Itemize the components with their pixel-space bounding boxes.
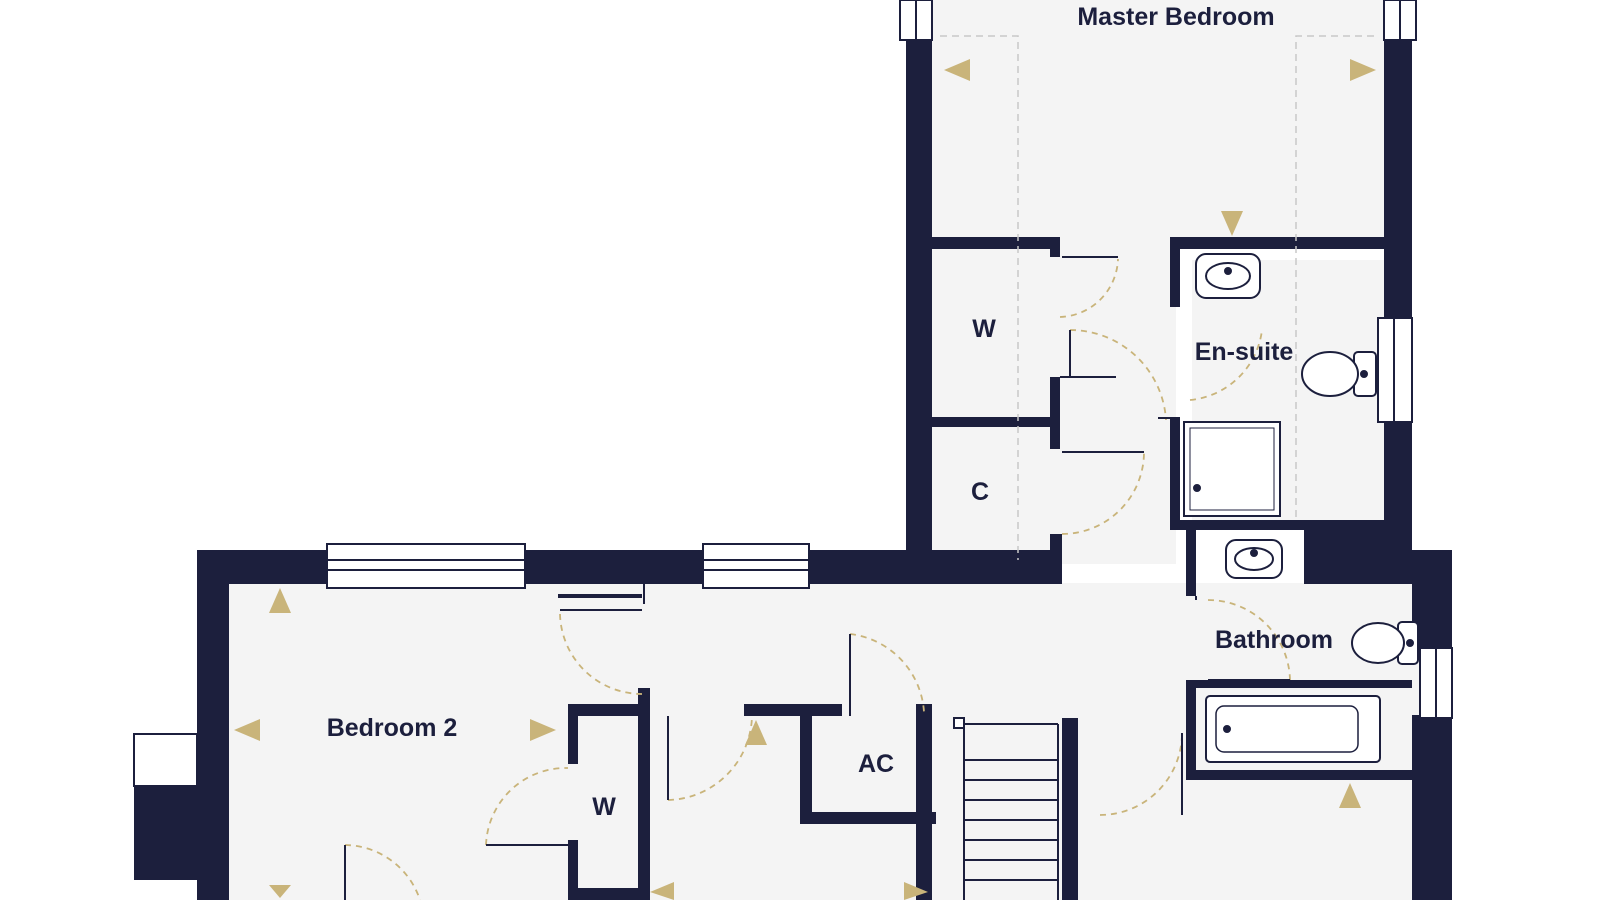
wall-bedroom2-w-left bbox=[568, 704, 578, 764]
dimension-arrow-icon bbox=[745, 720, 767, 745]
door-swing-icon bbox=[1189, 329, 1263, 401]
bath-icon bbox=[1205, 695, 1381, 763]
wall-master-left bbox=[906, 36, 932, 584]
wall-w-door-post-2 bbox=[1050, 377, 1060, 417]
wall-bedroom2-w-left-lower bbox=[568, 840, 578, 900]
dimension-arrow-icon bbox=[1350, 59, 1376, 81]
wall-front-right bbox=[809, 550, 1062, 584]
window-icon bbox=[326, 543, 526, 589]
en-suite-label: En-suite bbox=[1195, 338, 1294, 366]
dimension-arrow-icon bbox=[1339, 783, 1361, 808]
wardrobe-bedroom2-label: W bbox=[592, 793, 616, 821]
wall-en-suite-left-top bbox=[1170, 237, 1180, 307]
wall-stair-right bbox=[1062, 718, 1078, 900]
dimension-arrow-icon bbox=[269, 588, 291, 613]
dimension-arrow-icon bbox=[904, 882, 928, 900]
toilet-icon bbox=[1301, 351, 1377, 397]
wall-front-mid bbox=[525, 550, 703, 584]
window-icon bbox=[899, 0, 933, 41]
dimension-arrow-icon bbox=[234, 719, 260, 741]
dimension-arrow-icon bbox=[530, 719, 556, 741]
dimension-arrows bbox=[234, 59, 1376, 900]
basin-icon bbox=[1225, 539, 1283, 579]
wall-bedroom2-stub bbox=[558, 594, 642, 598]
shower-tray-icon bbox=[1183, 421, 1281, 517]
windows bbox=[133, 0, 1453, 787]
fixtures bbox=[1183, 253, 1419, 763]
dimension-arrow-icon bbox=[1221, 211, 1243, 236]
wall-c-door-post bbox=[1050, 427, 1060, 449]
wall-bathroom-left-stub bbox=[1186, 530, 1196, 596]
staircase-icon bbox=[953, 717, 1059, 900]
wall-w-top bbox=[932, 237, 1060, 249]
door-swing-icon bbox=[344, 844, 421, 900]
door-swing-icon bbox=[485, 767, 569, 846]
basin-icon bbox=[1195, 253, 1261, 299]
wall-w-c-divider bbox=[932, 417, 1060, 427]
door-swing-icon bbox=[1059, 258, 1119, 318]
wall-ac-right bbox=[916, 704, 932, 900]
room-labels: Master Bedroom W C En-suite Bathroom Bed… bbox=[327, 3, 1333, 821]
door-swing-icon bbox=[1069, 329, 1167, 421]
wall-w-door-post-1 bbox=[1050, 237, 1060, 257]
dimension-arrow-icon bbox=[650, 882, 674, 900]
wall-master-right bbox=[1384, 36, 1412, 320]
bathroom-label: Bathroom bbox=[1215, 626, 1333, 654]
wall-bathroom-left-lower bbox=[1186, 680, 1196, 780]
walls bbox=[134, 36, 1452, 900]
wall-en-suite-left-bottom bbox=[1170, 417, 1180, 530]
toilet-icon bbox=[1351, 621, 1419, 665]
door-swing-icon bbox=[667, 715, 753, 801]
bedroom-2-label: Bedroom 2 bbox=[327, 714, 458, 742]
door-swings bbox=[344, 258, 1291, 900]
wall-chimney bbox=[134, 785, 197, 880]
wall-ac-bottom bbox=[800, 812, 936, 824]
wall-bedroom2-w-top bbox=[568, 704, 648, 716]
airing-cupboard-label: AC bbox=[858, 750, 894, 778]
wall-right-exterior-lower bbox=[1412, 715, 1452, 900]
wall-bathroom-bath-top bbox=[1186, 680, 1412, 688]
window-icon bbox=[1383, 0, 1417, 41]
dimension-arrow-icon bbox=[944, 59, 970, 81]
door-swing-icon bbox=[1061, 451, 1145, 535]
door-swing-icon bbox=[1099, 732, 1183, 816]
master-bedroom-floor bbox=[932, 0, 1384, 247]
door-swing-icon bbox=[849, 633, 925, 713]
dimension-arrow-icon bbox=[269, 885, 291, 898]
door-swing-icon bbox=[559, 613, 643, 695]
wall-bathroom-corner bbox=[1304, 520, 1412, 584]
wardrobe-master-label: W bbox=[972, 315, 996, 343]
wall-bedroom2-left bbox=[197, 550, 229, 900]
wall-ac-top bbox=[744, 704, 842, 716]
wall-ac-left bbox=[800, 704, 812, 824]
wall-en-suite-top bbox=[1170, 237, 1384, 249]
wall-bedroom2-w-right bbox=[638, 688, 650, 900]
wall-en-suite-bottom bbox=[1170, 520, 1412, 530]
door-leaves bbox=[344, 256, 1290, 900]
door-swing-icon bbox=[1207, 599, 1291, 681]
cupboard-label: C bbox=[971, 478, 989, 506]
ceiling-guides bbox=[940, 35, 1374, 560]
window-icon bbox=[1419, 647, 1453, 719]
wall-bathroom-bottom bbox=[1186, 770, 1412, 780]
window-icon bbox=[702, 543, 810, 589]
window-icon bbox=[1377, 317, 1413, 423]
window-icon bbox=[133, 733, 198, 787]
wall-bedroom2-w-bottom bbox=[568, 888, 648, 900]
master-bedroom-label: Master Bedroom bbox=[1077, 3, 1274, 31]
